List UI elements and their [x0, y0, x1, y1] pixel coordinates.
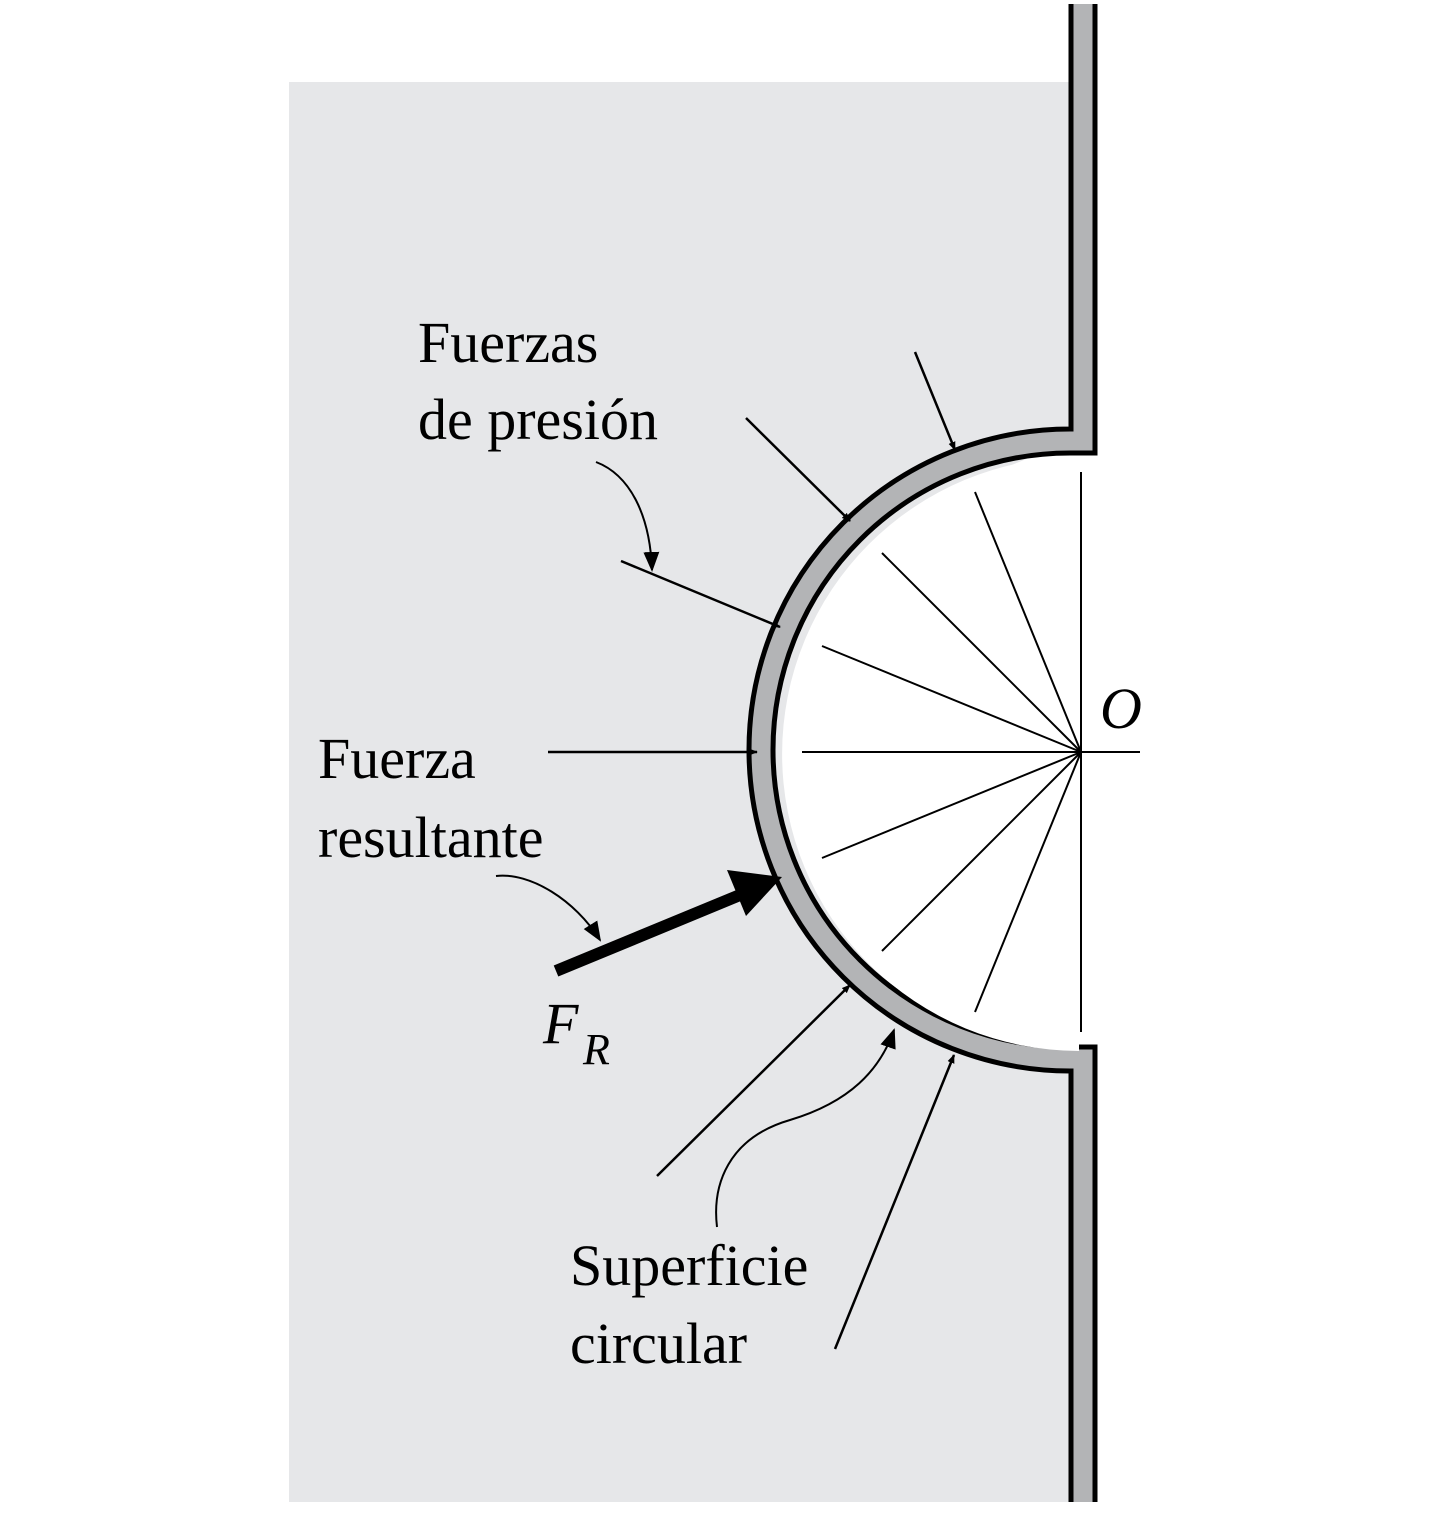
surface-label-line1: Superficie [570, 1233, 808, 1298]
surface-label-line2: circular [570, 1311, 747, 1376]
resultant-subscript: R [582, 1025, 610, 1074]
pressure-leader [595, 461, 660, 572]
resultant-force-arrow [553, 889, 743, 977]
surface-leader [715, 1028, 896, 1228]
radial-line [974, 751, 1082, 1013]
pressure-arrow [913, 351, 957, 451]
radial-line [821, 645, 1082, 753]
radial-line [881, 552, 1082, 753]
radial-lines [802, 472, 1140, 1032]
leader-lines [495, 461, 896, 1228]
semicircle-interior [782, 457, 1079, 1051]
fluid-region [289, 82, 1079, 1502]
radial-line [881, 751, 1082, 952]
pressure-forces-label-line2: de presión [418, 387, 658, 452]
resultant-force-label-line2: resultante [318, 805, 543, 870]
pressure-arrow [656, 984, 851, 1177]
resultant-force-label-line1: Fuerza [318, 726, 476, 791]
pressure-arrow [620, 559, 781, 629]
pressure-arrow [833, 1054, 956, 1350]
wall-fill [751, 4, 1093, 1502]
resultant-leader [495, 874, 602, 942]
radial-line [974, 491, 1082, 753]
pressure-forces-label-line1: Fuerzas [418, 310, 598, 375]
pressure-arrow [745, 417, 851, 522]
radial-line [821, 751, 1082, 859]
pressure-force-arrows [548, 351, 957, 1350]
resultant-force-arrowhead [727, 870, 782, 916]
resultant-symbol: F [542, 991, 579, 1056]
center-point-label: O [1100, 676, 1142, 741]
